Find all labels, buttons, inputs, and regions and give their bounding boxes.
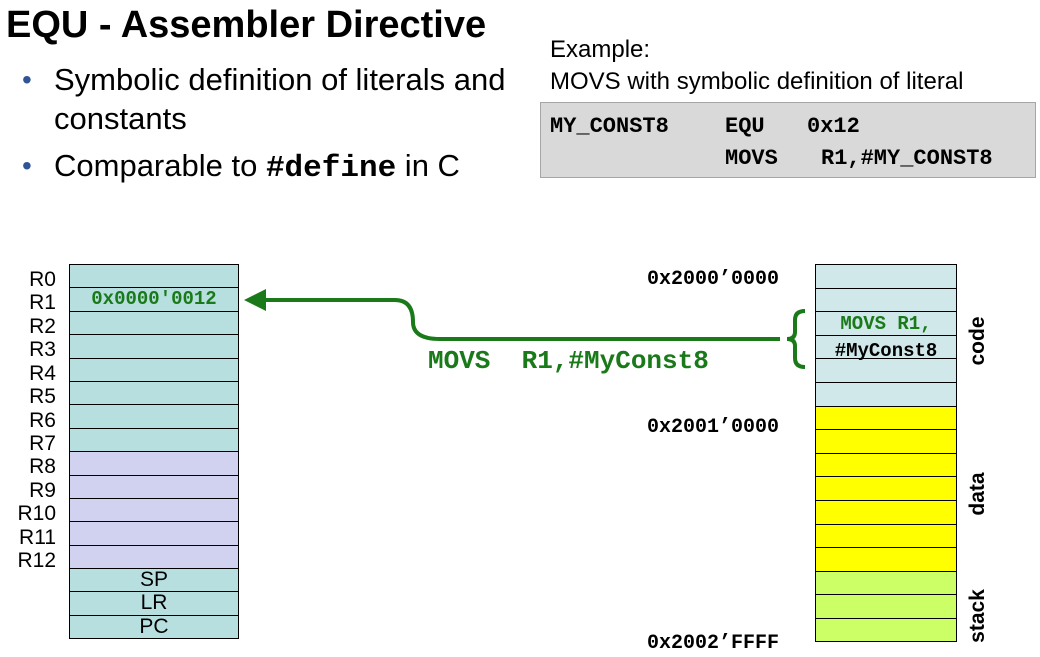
register-cell [69, 474, 239, 498]
code-op-equ: EQU [725, 114, 765, 139]
arrow-line [262, 298, 780, 341]
register-file: SP LR PC [69, 264, 239, 639]
r1-value: 0x0000'0012 [91, 288, 217, 310]
register-label: R1 [29, 291, 56, 314]
register-cell [69, 497, 239, 522]
bullet-code: #define [265, 151, 397, 186]
bullet-suffix: in C [396, 148, 460, 183]
register-cell [69, 310, 239, 335]
register-cell [69, 451, 239, 475]
memory-cell-data [815, 523, 957, 548]
memory-cell-code [815, 381, 957, 406]
register-label: R11 [19, 526, 56, 549]
example-label: Example: MOVS with symbolic definition o… [550, 34, 963, 98]
memory-cell-code [815, 358, 957, 382]
bullet-dot-icon: • [22, 150, 32, 181]
register-label: R12 [17, 549, 56, 572]
instruction-line1: MOVS R1, [840, 313, 932, 335]
register-cell [69, 544, 239, 569]
register-cell-pc: PC [69, 614, 239, 639]
example-label-line2: MOVS with symbolic definition of literal [550, 68, 964, 95]
memory-map [815, 264, 957, 642]
register-label: R5 [29, 385, 56, 408]
register-label: R4 [29, 362, 56, 385]
register-cell [69, 264, 239, 288]
memory-cell-code [815, 287, 957, 312]
bullet-prefix: Comparable to [54, 148, 266, 183]
register-cell [69, 427, 239, 452]
address-end: 0x2002’FFFF [647, 632, 780, 655]
example-label-line1: Example: [550, 36, 651, 63]
memory-cell-data [815, 405, 957, 430]
register-label: R6 [29, 409, 56, 432]
register-label: R3 [29, 338, 56, 361]
bullet-item: • Comparable to #define in C [22, 146, 522, 188]
instruction-cell: MOVS R1, #MyConst8 [815, 311, 957, 368]
register-cell [69, 357, 239, 381]
memory-cell-code [815, 264, 957, 288]
register-label: R2 [29, 315, 56, 338]
code-label: MY_CONST8 [550, 114, 669, 139]
brace-icon [786, 309, 806, 369]
register-label: R10 [17, 502, 56, 525]
memory-cell-stack [815, 570, 957, 595]
register-label: R8 [29, 455, 56, 478]
code-arg-movs: R1,#MY_CONST8 [821, 146, 993, 171]
memory-cell-data [815, 452, 957, 477]
register-cell-sp: SP [69, 568, 239, 592]
register-label: R9 [29, 479, 56, 502]
code-op-movs: MOVS [725, 146, 778, 171]
memory-cell-data [815, 476, 957, 500]
register-cell [69, 334, 239, 358]
register-cell-r1 [69, 287, 239, 311]
register-cell [69, 404, 239, 428]
bullet-item: • Symbolic definition of literals and co… [22, 60, 522, 138]
instruction-line2: #MyConst8 [834, 340, 938, 362]
address-start: 0x2000’0000 [647, 268, 780, 291]
memory-cell-code [815, 311, 957, 335]
code-arg-const: 0x12 [807, 114, 860, 139]
bullet-list: • Symbolic definition of literals and co… [22, 60, 522, 196]
memory-cell-stack [815, 594, 957, 618]
memory-cell-data [815, 429, 957, 453]
memory-cell-code [815, 334, 957, 359]
register-label: R7 [29, 432, 56, 455]
memory-cell-data [815, 547, 957, 571]
bullet-text: Symbolic definition of literals and cons… [54, 62, 506, 136]
address-data-start: 0x2001’0000 [647, 416, 780, 439]
memory-cell-data [815, 499, 957, 524]
code-example-box: MY_CONST8 EQU 0x12 MOVS R1,#MY_CONST8 [540, 102, 1036, 178]
register-cell [69, 380, 239, 405]
slide-title: EQU - Assembler Directive [6, 4, 487, 46]
bullet-dot-icon: • [22, 64, 32, 95]
arrow-label: MOVS R1,#MyConst8 [428, 346, 709, 376]
memory-cell-stack [815, 617, 957, 642]
register-cell [69, 521, 239, 545]
register-label: R0 [29, 268, 56, 291]
register-cell-lr: LR [69, 591, 239, 615]
arrowhead-icon [244, 289, 266, 311]
